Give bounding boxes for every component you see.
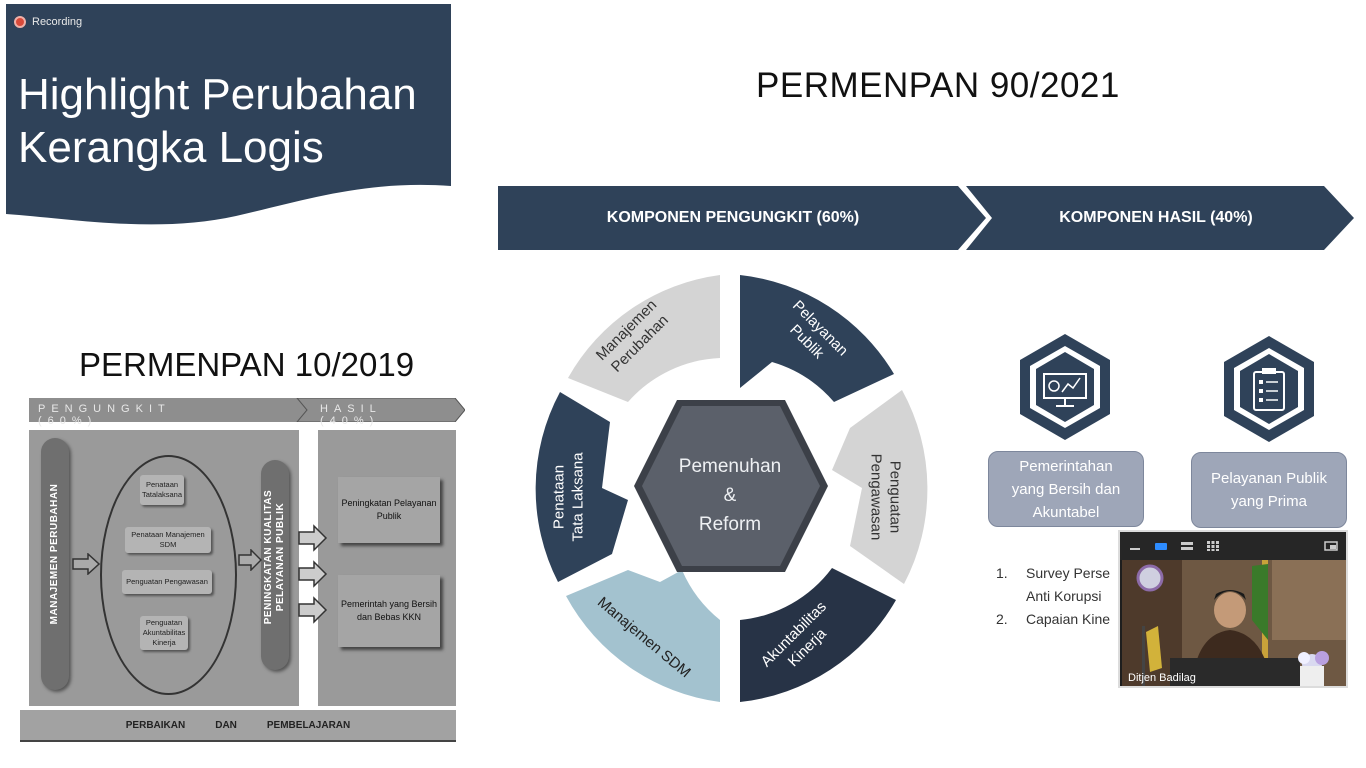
old-box-penataan-sdm: Penataan Manajemen SDM <box>125 527 211 553</box>
cycle-center-label: Pemenuhan & Reform <box>678 456 782 535</box>
title-line-2: Kerangka Logis <box>18 123 324 172</box>
participant-name: Ditjen Badilag <box>1128 672 1196 684</box>
label-penataan-tata-laksana: Penataan Tata Laksana <box>550 452 587 542</box>
clipboard-checklist-icon <box>1224 336 1314 442</box>
old-result-pemerintah-bersih: Pemerintah yang Bersih dan Bebas KKN <box>338 575 440 647</box>
slide-title: Highlight Perubahan Kerangka Logis <box>18 68 417 174</box>
segment-manajemen-perubahan <box>568 275 720 402</box>
heading-permenpan-10: PERMENPAN 10/2019 <box>79 346 415 383</box>
triple-arrow-icon <box>298 524 328 624</box>
title-banner: Recording Highlight Perubahan Kerangka L… <box>6 4 451 226</box>
speaker-view-icon[interactable] <box>1154 541 1168 551</box>
old-perbaikan-bar: PERBAIKAN DAN PEMBELAJARAN <box>20 710 456 742</box>
old-pengungkit-ellipse <box>100 455 237 695</box>
old-box-penguatan-pengawasan: Penguatan Pengawasan <box>122 570 212 594</box>
segment-akuntabilitas-kinerja <box>740 568 896 702</box>
old-result-pelayanan-publik: Peningkatan Pelayanan Publik <box>338 477 440 543</box>
segment-manajemen-sdm <box>566 570 720 702</box>
participant-video-feed: Ditjen Badilag <box>1122 560 1346 686</box>
presentation-chart-icon <box>1020 334 1110 440</box>
minimize-icon[interactable] <box>1128 541 1142 551</box>
video-toolbar <box>1120 532 1346 560</box>
title-line-1: Highlight Perubahan <box>18 70 417 119</box>
old-manajemen-perubahan-bar: MANAJEMEN PERUBAHAN <box>41 438 69 690</box>
center-hexagon <box>634 400 828 572</box>
segment-penataan-tata-laksana <box>535 392 628 582</box>
arrow-komponen-hasil: KOMPONEN HASIL (40%) <box>966 186 1356 250</box>
participant-video-tile[interactable]: Ditjen Badilag <box>1118 530 1348 688</box>
old-peningkatan-kualitas-bar: PENINGKATAN KUALITAS PELAYANAN PUBLIK <box>261 460 289 670</box>
arrow-komponen-pengungkit: KOMPONEN PENGUNGKIT (60%) <box>498 186 988 250</box>
segment-pelayanan-publik <box>740 275 894 402</box>
gallery-view-icon[interactable] <box>1206 541 1220 551</box>
old-box-penataan-tatalaksana: Penataan Tatalaksana <box>140 475 184 505</box>
record-icon <box>14 16 26 28</box>
arrow-right-icon <box>72 553 100 575</box>
arrow-right-icon <box>238 549 262 571</box>
segment-penguatan-pengawasan <box>832 390 928 584</box>
old-hasil-panel <box>318 430 456 706</box>
heading-permenpan-90: PERMENPAN 90/2021 <box>756 66 1120 105</box>
list-item: 2. Capaian Kine <box>996 611 1111 627</box>
label-penguatan-pengawasan: Penguatan Pengawasan <box>867 453 904 541</box>
old-arrow-bar <box>29 398 465 422</box>
video-scene <box>1122 560 1346 686</box>
strip-view-icon[interactable] <box>1180 541 1194 551</box>
result-pemerintahan-bersih: Pemerintahan yang Bersih dan Akuntabel <box>988 451 1144 527</box>
result-pelayanan-prima: Pelayanan Publik yang Prima <box>1191 452 1347 528</box>
recording-label: Recording <box>32 16 83 28</box>
old-box-akuntabilitas: Penguatan Akuntabilitas Kinerja <box>140 616 188 650</box>
recording-indicator: Recording <box>14 16 82 28</box>
exit-fullscreen-icon[interactable] <box>1324 541 1338 551</box>
reform-cycle-diagram <box>535 275 928 702</box>
